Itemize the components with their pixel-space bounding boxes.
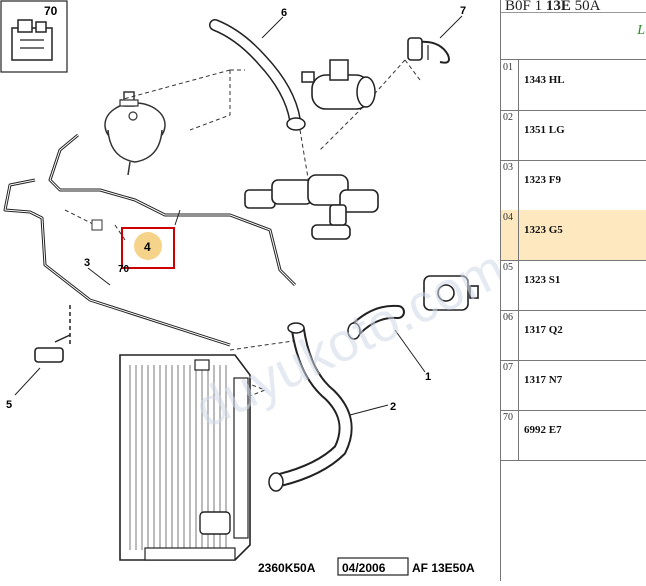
part-code: 1323 F9 — [524, 174, 561, 186]
callout-5[interactable]: 5 — [6, 399, 12, 411]
exploded-parts-diagram: 70 — [0, 0, 514, 576]
subheader-letter: L — [637, 23, 645, 38]
callout-leaders — [14, 15, 463, 416]
bleed-pipes-inner — [4, 134, 296, 346]
parts-row-06[interactable]: 06 1317 Q2 — [501, 310, 646, 361]
part-code: 1317 N7 — [524, 374, 563, 386]
part-code: 1351 LG — [524, 124, 565, 136]
parts-panel-header: B0F 1 13E 50A — [501, 0, 646, 12]
callout-4-marker — [134, 232, 162, 260]
callout-70[interactable]: 70 — [118, 264, 130, 275]
callout-70-inset: 70 — [44, 4, 58, 18]
hose-part-7[interactable] — [407, 37, 450, 64]
row-number: 02 — [501, 110, 519, 160]
row-number: 01 — [501, 60, 519, 110]
selected-callout-highlight[interactable] — [121, 227, 175, 269]
footer-date: 04/2006 — [342, 561, 386, 575]
callout-7[interactable]: 7 — [460, 5, 466, 17]
hose-part-6[interactable] — [209, 19, 306, 131]
radiator[interactable] — [119, 354, 251, 561]
callout-1[interactable]: 1 — [425, 371, 431, 383]
part-code: 1317 Q2 — [524, 324, 563, 336]
part-70-inset[interactable] — [0, 0, 68, 73]
parts-row-05[interactable]: 05 1323 S1 — [501, 260, 646, 311]
parts-row-07[interactable]: 07 1317 N7 — [501, 360, 646, 411]
part-code: 1343 HL — [524, 74, 565, 86]
callout-4[interactable]: 4 — [144, 240, 151, 254]
expansion-tank[interactable] — [104, 91, 166, 176]
footer-code: AF 13E50A — [412, 561, 475, 575]
part-code: 1323 G5 — [524, 224, 563, 236]
parts-row-70[interactable]: 70 6992 E7 — [501, 410, 646, 461]
footer-ref: 2360K50A — [258, 561, 316, 575]
row-number: 70 — [501, 410, 519, 460]
hose-part-1[interactable] — [347, 304, 405, 340]
parts-row-04[interactable]: 04 1323 G5 — [501, 210, 646, 261]
parts-list-panel: B0F 1 13E 50A L 01 1343 HL 02 1351 LG 03… — [500, 0, 646, 581]
row-number: 07 — [501, 360, 519, 410]
outlet-housing[interactable] — [423, 275, 479, 311]
callout-3[interactable]: 3 — [84, 257, 90, 269]
hose-part-2[interactable] — [268, 322, 353, 492]
callout-2[interactable]: 2 — [390, 401, 396, 413]
parts-row-02[interactable]: 02 1351 LG — [501, 110, 646, 161]
part-code: 6992 E7 — [524, 424, 562, 436]
header-bold: 13E — [545, 0, 571, 12]
header-prefix: B0F 1 — [505, 0, 543, 12]
row-number: 06 — [501, 310, 519, 360]
callout-6[interactable]: 6 — [281, 7, 287, 19]
row-number: 03 — [501, 160, 519, 210]
marker-square — [91, 219, 103, 231]
bracket-part-5[interactable] — [34, 305, 71, 363]
row-number: 05 — [501, 260, 519, 310]
parts-row-01[interactable]: 01 1343 HL — [501, 60, 646, 111]
parts-row-03[interactable]: 03 1323 F9 — [501, 160, 646, 211]
parts-panel-subheader: L — [501, 12, 646, 60]
pipe-assembly[interactable] — [244, 174, 379, 240]
row-number: 04 — [501, 210, 519, 260]
part-code: 1323 S1 — [524, 274, 561, 286]
header-suffix: 50A — [574, 0, 601, 12]
thermostat-housing[interactable] — [301, 59, 376, 110]
